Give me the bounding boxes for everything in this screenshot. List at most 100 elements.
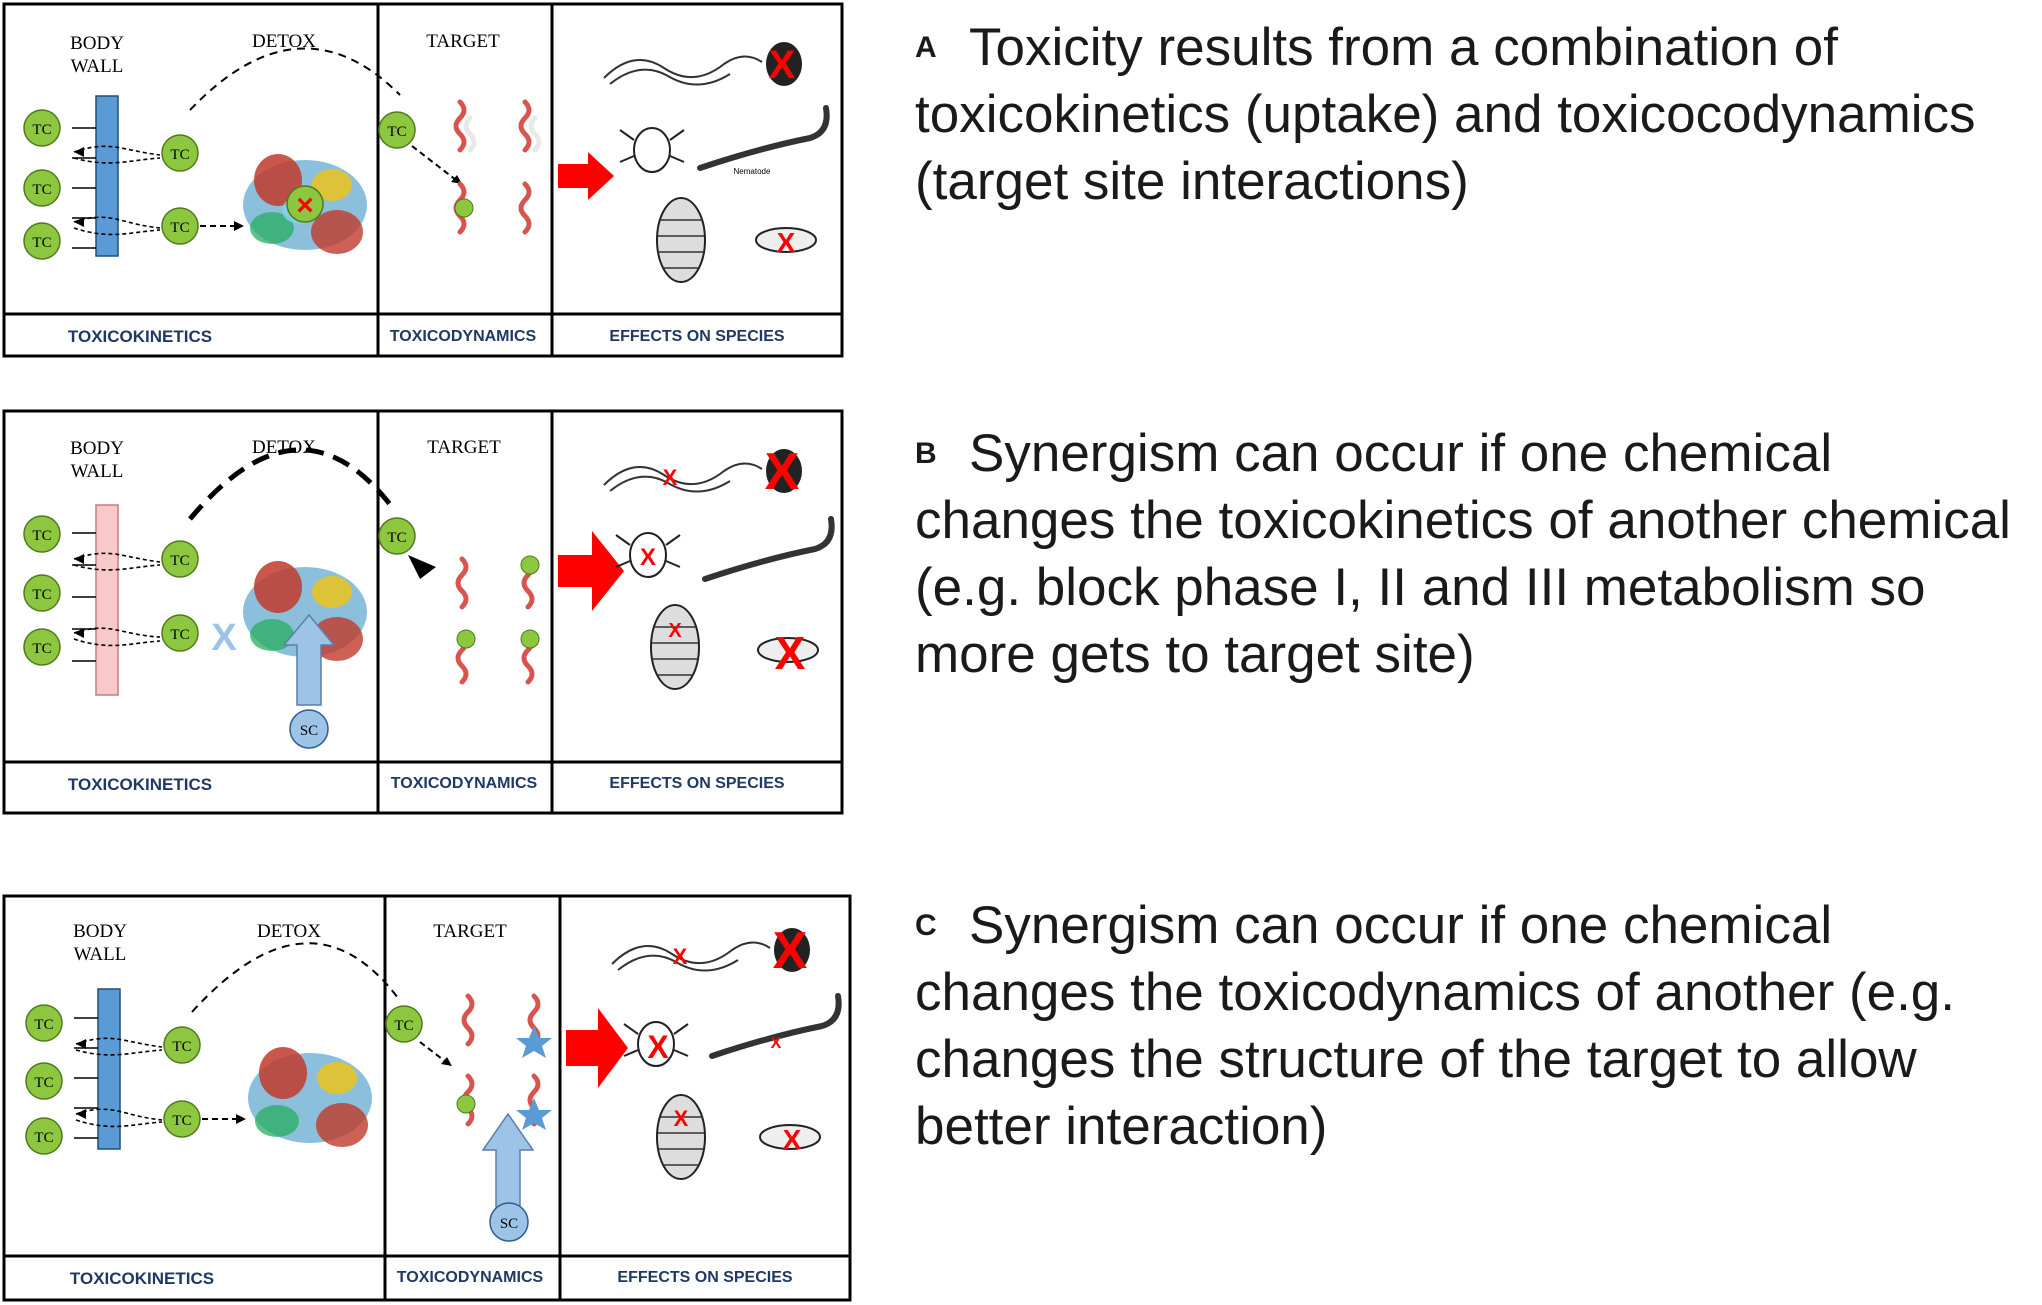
springtail-icon: X — [759, 1124, 821, 1155]
sc-molecule: SC — [489, 1202, 529, 1242]
earthworm-icon — [611, 941, 771, 972]
svg-text:X: X — [765, 443, 800, 501]
toxicodynamics-label: TOXICODYNAMICS — [390, 328, 537, 345]
bound-tc-icon — [456, 629, 476, 649]
toxicokinetics-label: TOXICOKINETICS — [68, 327, 212, 346]
svg-text:TC: TC — [172, 1039, 191, 1055]
body-wall-label: WALL — [71, 461, 124, 482]
bound-tc-icon — [456, 1094, 476, 1114]
svg-text:TC: TC — [387, 124, 406, 140]
target-label: TARGET — [426, 31, 500, 52]
tc-molecule: TC — [23, 574, 61, 612]
detox-label: DETOX — [257, 921, 321, 942]
springtail-icon: X — [757, 627, 819, 679]
effect-arrow — [566, 1008, 628, 1088]
svg-text:TC: TC — [170, 147, 189, 163]
svg-text:SC: SC — [500, 1216, 518, 1232]
modified-target-star-icon — [516, 1098, 552, 1130]
svg-text:TC: TC — [32, 122, 51, 138]
svg-text:TC: TC — [170, 220, 189, 236]
svg-text:TC: TC — [32, 528, 51, 544]
tc-molecule: TC — [378, 111, 416, 149]
tc-molecule: TC — [385, 1005, 423, 1043]
svg-text:X: X — [640, 544, 656, 571]
body-wall — [95, 95, 119, 257]
effect-arrow — [558, 531, 624, 611]
tc-molecule: TC — [161, 614, 199, 652]
svg-text:TC: TC — [32, 641, 51, 657]
effect-arrow — [558, 152, 614, 200]
earthworm-icon — [603, 55, 763, 86]
woodlouse-icon: X — [656, 1094, 706, 1180]
target-receptor-icon — [453, 99, 542, 235]
tc-molecule: TC — [23, 169, 61, 207]
svg-text:X: X — [773, 922, 808, 980]
svg-text:TC: TC — [387, 530, 406, 546]
tc-molecule: TC — [23, 222, 61, 260]
svg-text:X: X — [674, 1106, 689, 1131]
panel-b-diagram: BODY WALL DETOX TARGET TC TC TC TC TC TC… — [2, 409, 844, 815]
panel-letter: B — [915, 437, 937, 470]
tc-molecule: TC — [161, 134, 199, 172]
tc-molecule: TC — [25, 1062, 63, 1100]
detox-enzyme-icon: × — [243, 154, 367, 254]
effects-on-species-label: EFFECTS ON SPECIES — [609, 775, 784, 792]
svg-text:X: X — [647, 1029, 669, 1065]
earthworm-icon — [603, 462, 763, 493]
tc-molecule: TC — [25, 1117, 63, 1155]
tc-molecule: TC — [23, 515, 61, 553]
svg-text:TC: TC — [34, 1130, 53, 1146]
body-wall-label: WALL — [71, 56, 124, 77]
effects-on-species-label: EFFECTS ON SPECIES — [617, 1269, 792, 1286]
svg-text:×: × — [296, 189, 314, 222]
tc-molecule: TC — [163, 1026, 201, 1064]
bound-tc-icon — [454, 198, 474, 218]
target-arrowhead — [408, 555, 436, 579]
svg-text:X: X — [769, 43, 796, 87]
mite-icon: X — [615, 532, 681, 578]
bound-tc-icon — [520, 629, 540, 649]
body-wall-label: WALL — [74, 944, 127, 965]
svg-text:Nematode: Nematode — [734, 167, 771, 176]
woodlouse-icon: X — [650, 604, 700, 690]
svg-text:TC: TC — [170, 553, 189, 569]
detox-label: DETOX — [252, 437, 316, 458]
tc-molecule: TC — [161, 540, 199, 578]
target-label: TARGET — [433, 921, 507, 942]
effects-on-species-label: EFFECTS ON SPECIES — [609, 328, 784, 345]
tc-molecule: TC — [23, 109, 61, 147]
svg-text:X: X — [673, 944, 688, 969]
tc-molecule: TC — [161, 207, 199, 245]
svg-text:X: X — [663, 465, 678, 490]
toxicokinetics-label: TOXICOKINETICS — [70, 1269, 214, 1288]
springtail-icon: X — [755, 227, 817, 258]
svg-text:SC: SC — [300, 723, 318, 739]
sc-arrow — [282, 613, 336, 706]
svg-text:X: X — [775, 627, 806, 679]
mite-icon: X — [623, 1021, 689, 1067]
body-wall-label: BODY — [70, 438, 124, 459]
nematode-icon — [702, 516, 835, 582]
svg-text:TC: TC — [172, 1113, 191, 1129]
body-wall — [95, 504, 119, 696]
modified-target-star-icon — [516, 1026, 552, 1058]
svg-text:TC: TC — [34, 1017, 53, 1033]
detox-enzyme-icon — [243, 561, 367, 661]
caption-text: Toxicity results from a combination of t… — [915, 18, 1976, 211]
panel-letter: C — [915, 909, 937, 942]
svg-text:TC: TC — [170, 627, 189, 643]
svg-text:TC: TC — [34, 1075, 53, 1091]
panel-a-diagram: BODY WALL DETOX TARGET TC TC TC TC TC TC… — [2, 2, 844, 358]
tc-molecule: TC — [23, 628, 61, 666]
svg-text:X: X — [783, 1124, 802, 1155]
svg-text:TC: TC — [32, 587, 51, 603]
tc-molecule: TC — [25, 1004, 63, 1042]
detox-label: DETOX — [252, 31, 316, 52]
panel-letter: A — [915, 31, 937, 64]
toxicokinetics-label: TOXICOKINETICS — [68, 775, 212, 794]
detox-enzyme-icon — [248, 1047, 372, 1147]
nematode-icon: X — [709, 993, 842, 1059]
